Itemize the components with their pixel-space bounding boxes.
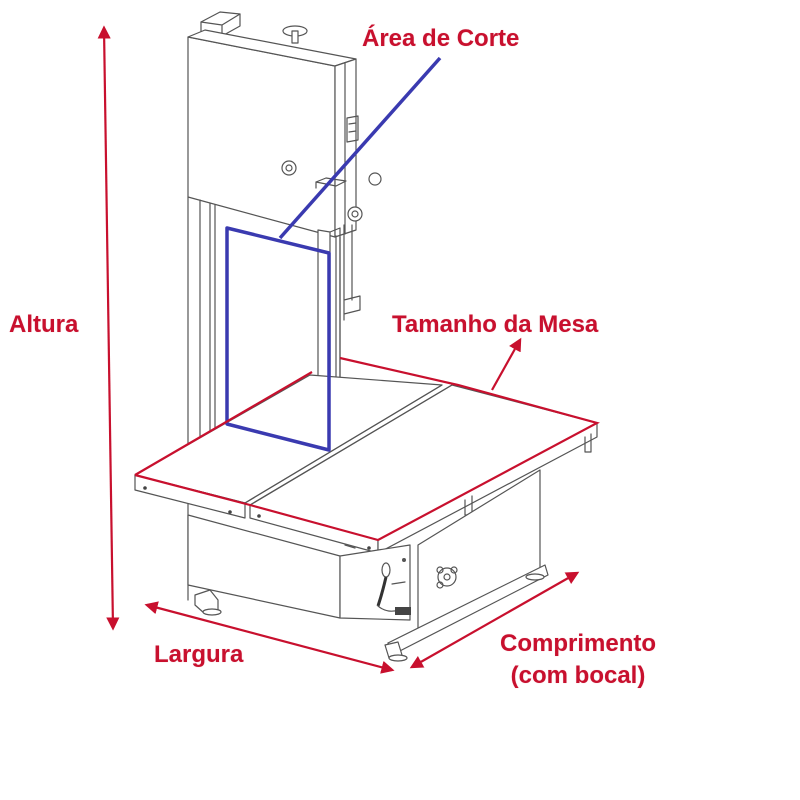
cutting-area-outline bbox=[225, 56, 442, 452]
cutting-area-label: Área de Corte bbox=[362, 25, 520, 52]
saw-column bbox=[187, 196, 361, 601]
table-size-label: Tamanho da Mesa bbox=[392, 311, 599, 338]
width-label: Largura bbox=[154, 641, 244, 668]
saw-head bbox=[187, 11, 382, 238]
length-label-line1: Comprimento bbox=[500, 630, 656, 657]
height-label: Altura bbox=[9, 311, 79, 338]
height-dimension-arrow bbox=[97, 25, 120, 631]
length-label: Comprimento (com bocal) bbox=[500, 628, 656, 692]
length-label-line2: (com bocal) bbox=[510, 662, 646, 689]
length-dimension-arrow bbox=[409, 571, 580, 669]
width-dimension-arrow bbox=[144, 601, 395, 674]
saw-table bbox=[134, 374, 598, 554]
table-size-outline bbox=[134, 337, 600, 542]
